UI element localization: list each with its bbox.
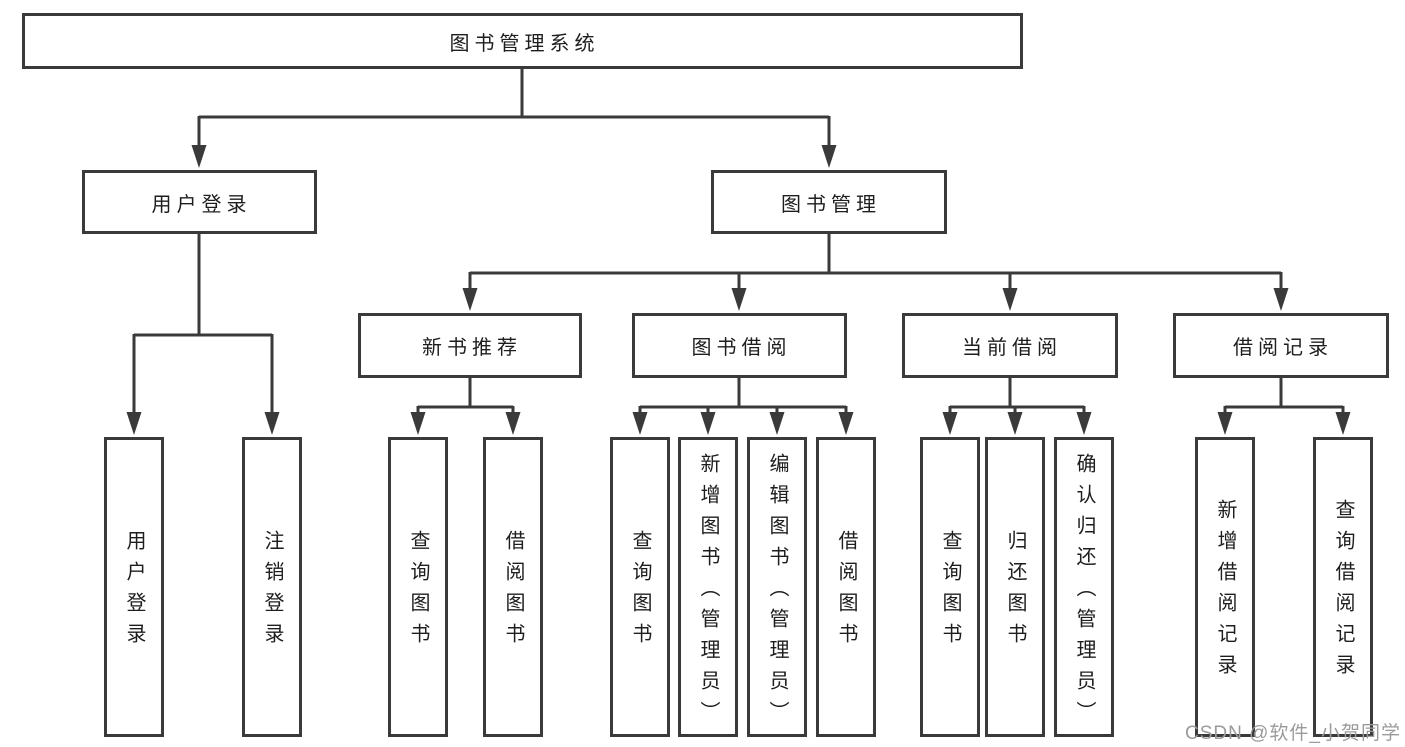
leaf-edit-book-admin: 编辑图书（管理员） — [747, 437, 807, 737]
leaf-confirm-return-admin-label: 确认归还（管理员） — [1073, 452, 1095, 732]
leaf-query-book-recommend: 查询图书 — [388, 437, 448, 737]
leaf-query-book-borrowing: 查询图书 — [610, 437, 670, 737]
leaf-user-login-label: 用户登录 — [123, 530, 145, 654]
node-current-borrowing: 当前借阅 — [902, 313, 1118, 378]
leaf-borrow-book-borrowing: 借阅图书 — [816, 437, 876, 737]
node-book-borrowing-label: 图书借阅 — [691, 337, 792, 359]
node-book-management: 图书管理 — [711, 170, 947, 234]
leaf-return-book-label: 归还图书 — [1004, 530, 1026, 654]
node-new-book-recommend: 新书推荐 — [358, 313, 582, 378]
node-root-label: 图书管理系统 — [449, 32, 600, 55]
leaf-query-book-recommend-label: 查询图书 — [407, 530, 429, 654]
node-root: 图书管理系统 — [22, 13, 1023, 69]
leaf-query-borrow-record-label: 查询借阅记录 — [1332, 499, 1354, 685]
leaf-add-borrow-record-label: 新增借阅记录 — [1214, 499, 1236, 685]
leaf-add-book-admin-label: 新增图书（管理员） — [697, 452, 719, 732]
node-borrowing-records: 借阅记录 — [1173, 313, 1389, 378]
leaf-borrow-book-recommend-label: 借阅图书 — [502, 530, 524, 654]
node-current-borrowing-label: 当前借阅 — [962, 337, 1062, 359]
leaf-borrow-book-recommend: 借阅图书 — [483, 437, 543, 737]
leaf-add-borrow-record: 新增借阅记录 — [1195, 437, 1255, 737]
leaf-edit-book-admin-label: 编辑图书（管理员） — [766, 452, 788, 732]
node-book-management-label: 图书管理 — [781, 193, 881, 216]
leaf-add-book-admin: 新增图书（管理员） — [678, 437, 738, 737]
leaf-query-book-current-label: 查询图书 — [939, 530, 961, 654]
node-book-borrowing: 图书借阅 — [632, 313, 847, 378]
node-user-login-branch: 用户登录 — [82, 170, 317, 234]
leaf-query-book-borrowing-label: 查询图书 — [629, 530, 651, 654]
node-user-login-branch-label: 用户登录 — [151, 193, 252, 216]
leaf-logout-label: 注销登录 — [261, 530, 283, 654]
leaf-query-borrow-record: 查询借阅记录 — [1313, 437, 1373, 737]
leaf-query-book-current: 查询图书 — [920, 437, 980, 737]
leaf-return-book: 归还图书 — [985, 437, 1045, 737]
leaf-user-login: 用户登录 — [104, 437, 164, 737]
node-new-book-recommend-label: 新书推荐 — [422, 337, 522, 359]
node-borrowing-records-label: 借阅记录 — [1233, 337, 1333, 359]
watermark-text: CSDN @软件_小贺同学 — [1185, 723, 1401, 744]
leaf-confirm-return-admin: 确认归还（管理员） — [1054, 437, 1114, 737]
leaf-borrow-book-borrowing-label: 借阅图书 — [835, 530, 857, 654]
leaf-logout: 注销登录 — [242, 437, 302, 737]
